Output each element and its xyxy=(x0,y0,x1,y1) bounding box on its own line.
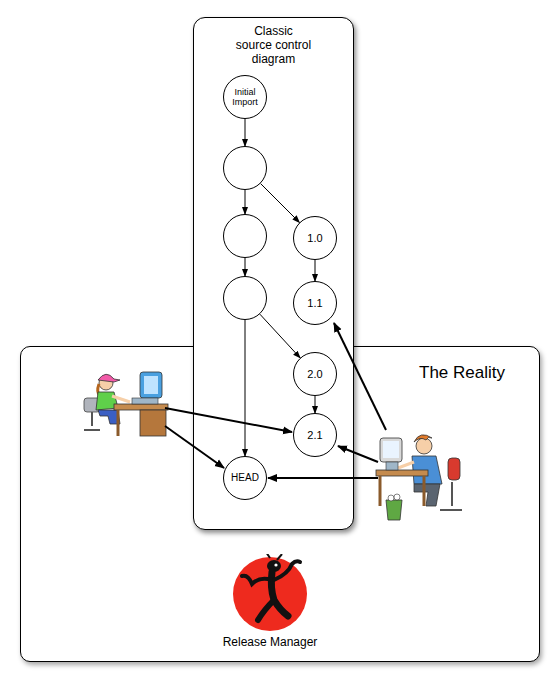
pointer-arrow xyxy=(334,323,386,430)
version-arrow xyxy=(245,119,246,146)
version-arrow xyxy=(260,314,300,358)
version-label: 1.1 xyxy=(307,297,322,310)
classic-panel: Classic source control diagramInitial Im… xyxy=(193,17,354,530)
version-arrow xyxy=(245,190,246,214)
panic-icon xyxy=(230,554,310,632)
version-circle xyxy=(223,146,267,190)
manager-caption: Release Manager xyxy=(223,635,318,649)
developer-guy xyxy=(376,435,462,520)
version-circle xyxy=(223,276,267,320)
release-manager: Release Manager xyxy=(205,554,335,650)
version-label: 2.0 xyxy=(307,368,322,381)
version-circle: 1.0 xyxy=(293,216,337,260)
version-arrow xyxy=(315,260,316,281)
version-label: 2.1 xyxy=(307,429,322,442)
version-arrow xyxy=(245,258,246,276)
pointer-arrow xyxy=(165,408,292,432)
version-circle: HEAD xyxy=(223,456,267,500)
version-circle: 1.1 xyxy=(293,281,337,325)
version-circle: Initial Import xyxy=(223,75,267,119)
version-arrow xyxy=(315,396,316,413)
panel-title: The Reality xyxy=(419,363,505,383)
version-label: HEAD xyxy=(231,472,259,484)
pointer-arrow xyxy=(338,446,378,462)
version-circle: 2.1 xyxy=(293,413,337,457)
version-arrow xyxy=(245,320,246,456)
version-arrow xyxy=(261,184,300,223)
version-label: Initial Import xyxy=(227,87,263,108)
version-label: 1.0 xyxy=(307,232,322,245)
version-circle xyxy=(223,214,267,258)
developer-girl xyxy=(84,372,168,436)
pointer-arrow xyxy=(165,426,224,468)
version-circle: 2.0 xyxy=(293,352,337,396)
pointer-arrow xyxy=(268,477,378,479)
panel-title: Classic source control diagram xyxy=(235,24,312,66)
